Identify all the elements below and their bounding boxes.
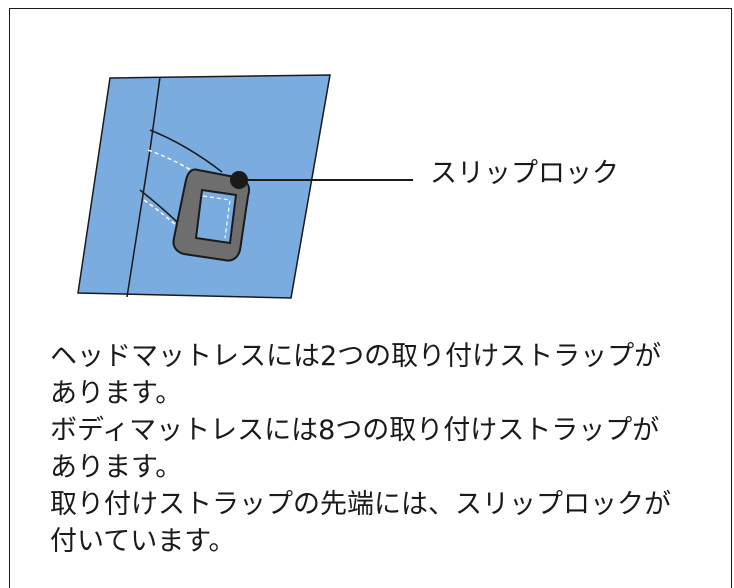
slip-lock-buckle [172,168,250,262]
description-line: 取り付けストラップの先端には、スリップロックが [50,489,671,520]
callout-dot [230,171,248,189]
description-line: ボディマットレスには8つの取り付けストラップが [50,415,660,446]
slip-lock-inner-stitch [202,195,231,239]
panel-frame [9,8,732,588]
description-line: あります。 [50,378,183,409]
slip-lock-label: スリップロック [430,158,619,189]
description-line: あります。 [50,452,183,483]
description-line: ヘッドマットレスには2つの取り付けストラップが [50,341,662,372]
mattress-strap-illustration [77,74,413,299]
description-line: 付いています。 [50,526,236,557]
description-text: ヘッドマットレスには2つの取り付けストラップが あります。 ボディマットレスには… [50,338,720,560]
strap-top-edge [149,129,223,173]
